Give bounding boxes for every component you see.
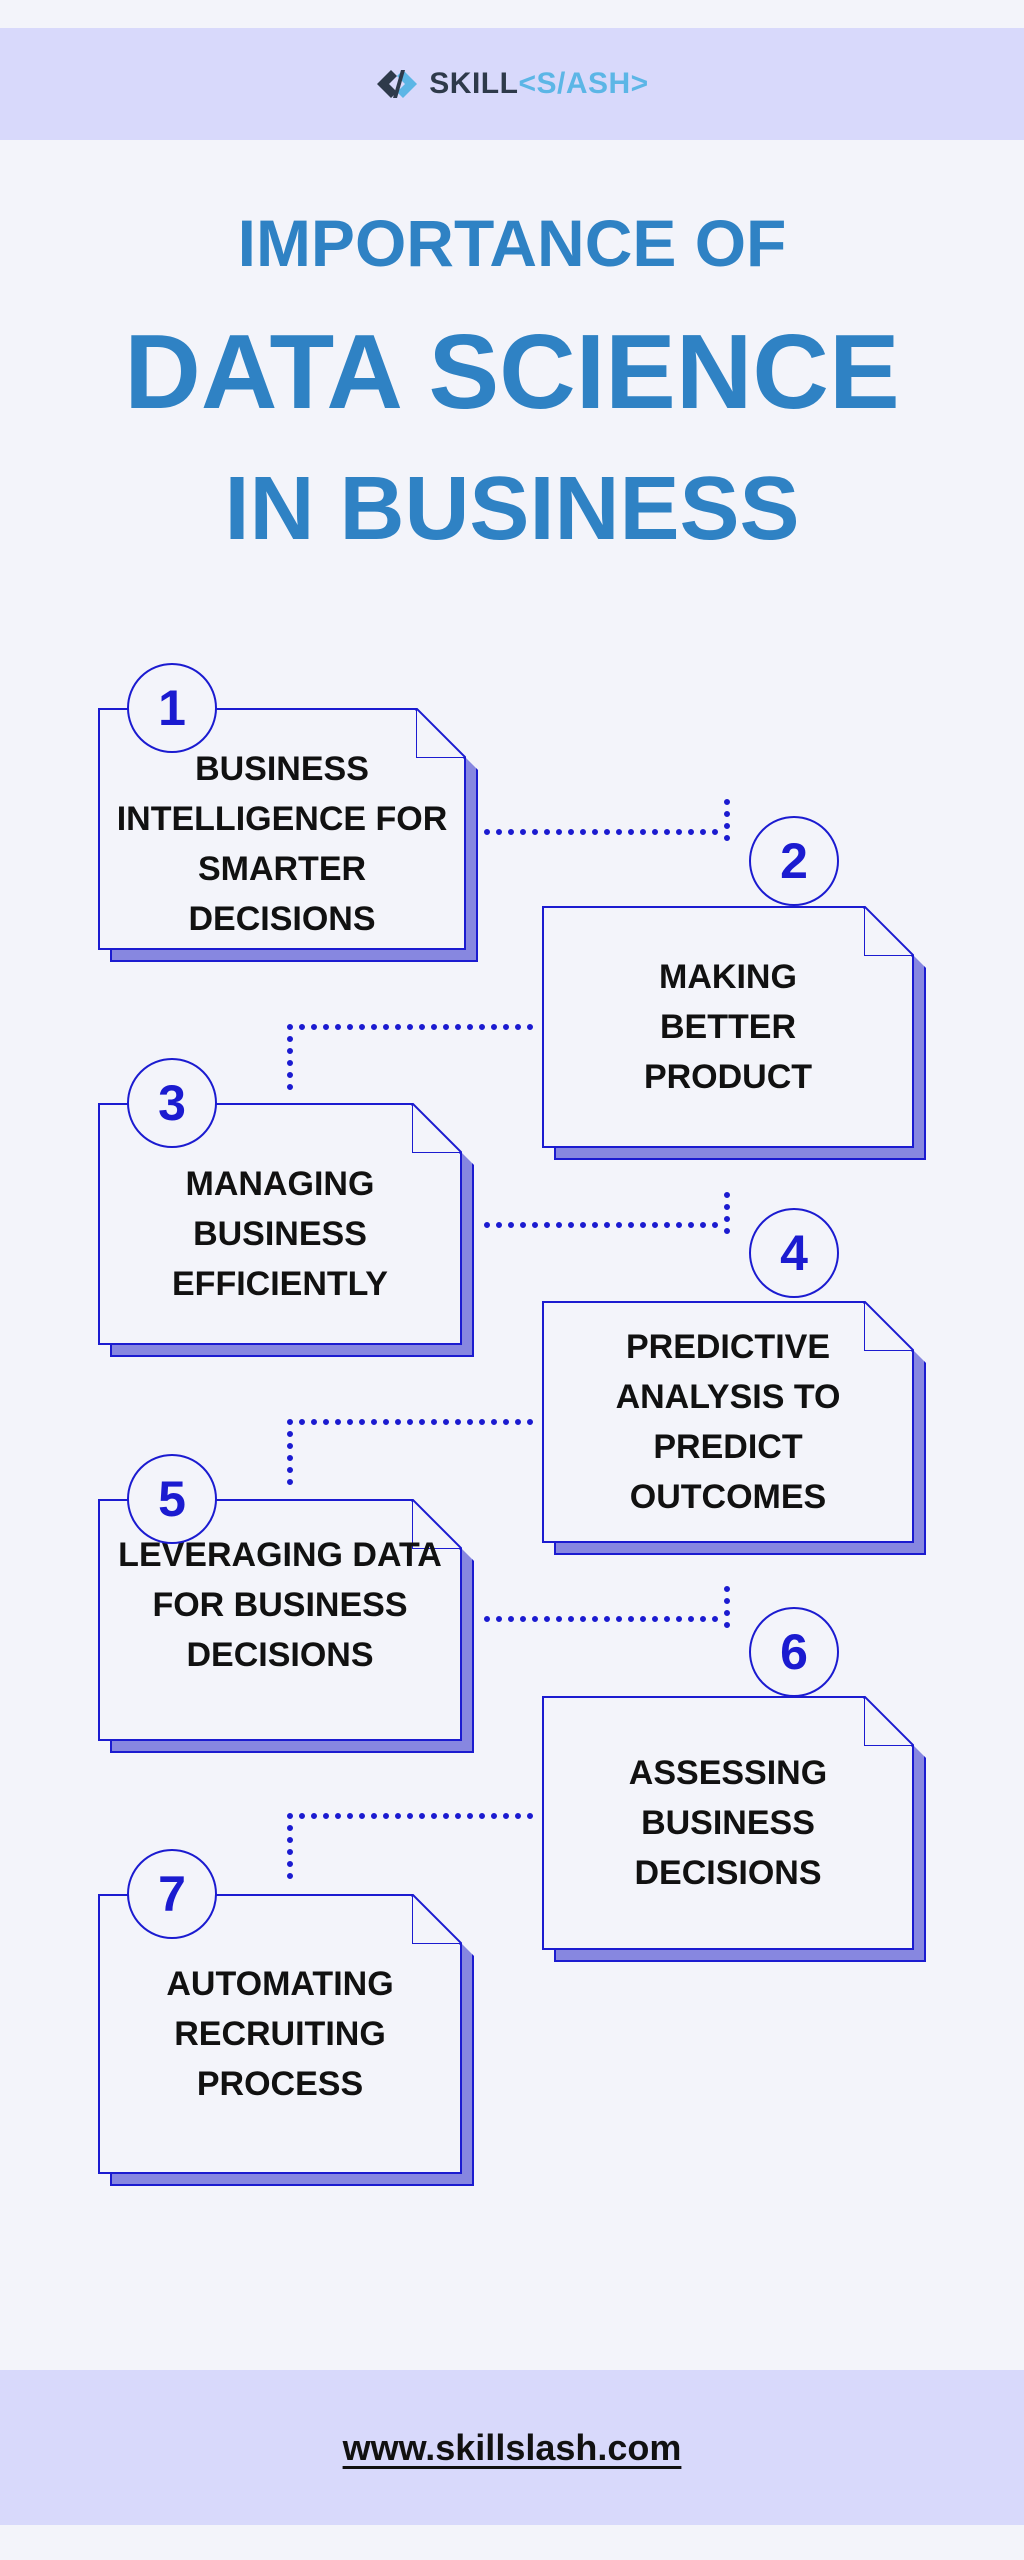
- step-number-5: 5: [127, 1454, 217, 1544]
- connector-5-6: [484, 1586, 730, 1638]
- step-label: MANAGING BUSINESS EFFICIENTLY: [172, 1165, 388, 1303]
- folded-corner: [864, 906, 914, 956]
- step-number-4: 4: [749, 1208, 839, 1298]
- skillslash-logo-icon: [377, 70, 418, 98]
- step-card-4: PREDICTIVE ANALYSIS TO PREDICT OUTCOMES: [542, 1301, 914, 1543]
- header-band: SKILL<S/ASH>: [0, 28, 1024, 140]
- logo-text-slash: <S/ASH>: [518, 67, 649, 100]
- connector-4-5: [287, 1419, 533, 1488]
- folded-corner: [864, 1301, 914, 1351]
- logo-text: SKILL<S/ASH>: [429, 67, 648, 101]
- step-label: BUSINESS INTELLIGENCE FOR SMARTER DECISI…: [116, 750, 448, 938]
- step-number-3: 3: [127, 1058, 217, 1148]
- website-link[interactable]: www.skillslash.com: [342, 2426, 682, 2468]
- folded-corner: [864, 1696, 914, 1746]
- logo-text-skill: SKILL: [429, 67, 519, 100]
- step-number-7: 7: [127, 1849, 217, 1939]
- folded-corner: [412, 1103, 462, 1153]
- step-card-5: LEVERAGING DATA FOR BUSINESS DECISIONS: [98, 1499, 462, 1741]
- title-line-3: IN BUSINESS: [224, 459, 800, 559]
- step-card-6: ASSESSING BUSINESS DECISIONS: [542, 1696, 914, 1950]
- folded-corner: [416, 708, 466, 758]
- connector-3-4: [484, 1192, 730, 1244]
- card-border: [542, 1696, 914, 1950]
- logo[interactable]: SKILL<S/ASH>: [0, 28, 1024, 140]
- footer-band: www.skillslash.com: [0, 2370, 1024, 2525]
- title-line-1: IMPORTANCE OF: [237, 206, 787, 280]
- folded-corner: [412, 1499, 462, 1549]
- folded-corner: [412, 1894, 462, 1944]
- card-border: [542, 906, 914, 1148]
- title-line-2: DATA SCIENCE: [124, 313, 900, 431]
- connector-1-2: [484, 799, 730, 851]
- card-border: [542, 1301, 914, 1543]
- card-border: [98, 1894, 462, 2174]
- step-number-6: 6: [749, 1607, 839, 1697]
- step-number-2: 2: [749, 816, 839, 906]
- step-label: LEVERAGING DATA FOR BUSINESS DECISIONS: [118, 1536, 442, 1674]
- connector-2-3: [287, 1024, 533, 1093]
- step-label: PREDICTIVE ANALYSIS TO PREDICT OUTCOMES: [615, 1328, 841, 1516]
- connector-6-7: [287, 1813, 533, 1882]
- step-card-2: MAKING BETTER PRODUCT: [542, 906, 914, 1148]
- step-card-7: AUTOMATING RECRUITING PROCESS: [98, 1894, 462, 2174]
- step-label: MAKING BETTER PRODUCT: [643, 958, 813, 1096]
- step-label: AUTOMATING RECRUITING PROCESS: [166, 1965, 394, 2103]
- step-label: ASSESSING BUSINESS DECISIONS: [628, 1754, 828, 1892]
- step-number-1: 1: [127, 663, 217, 753]
